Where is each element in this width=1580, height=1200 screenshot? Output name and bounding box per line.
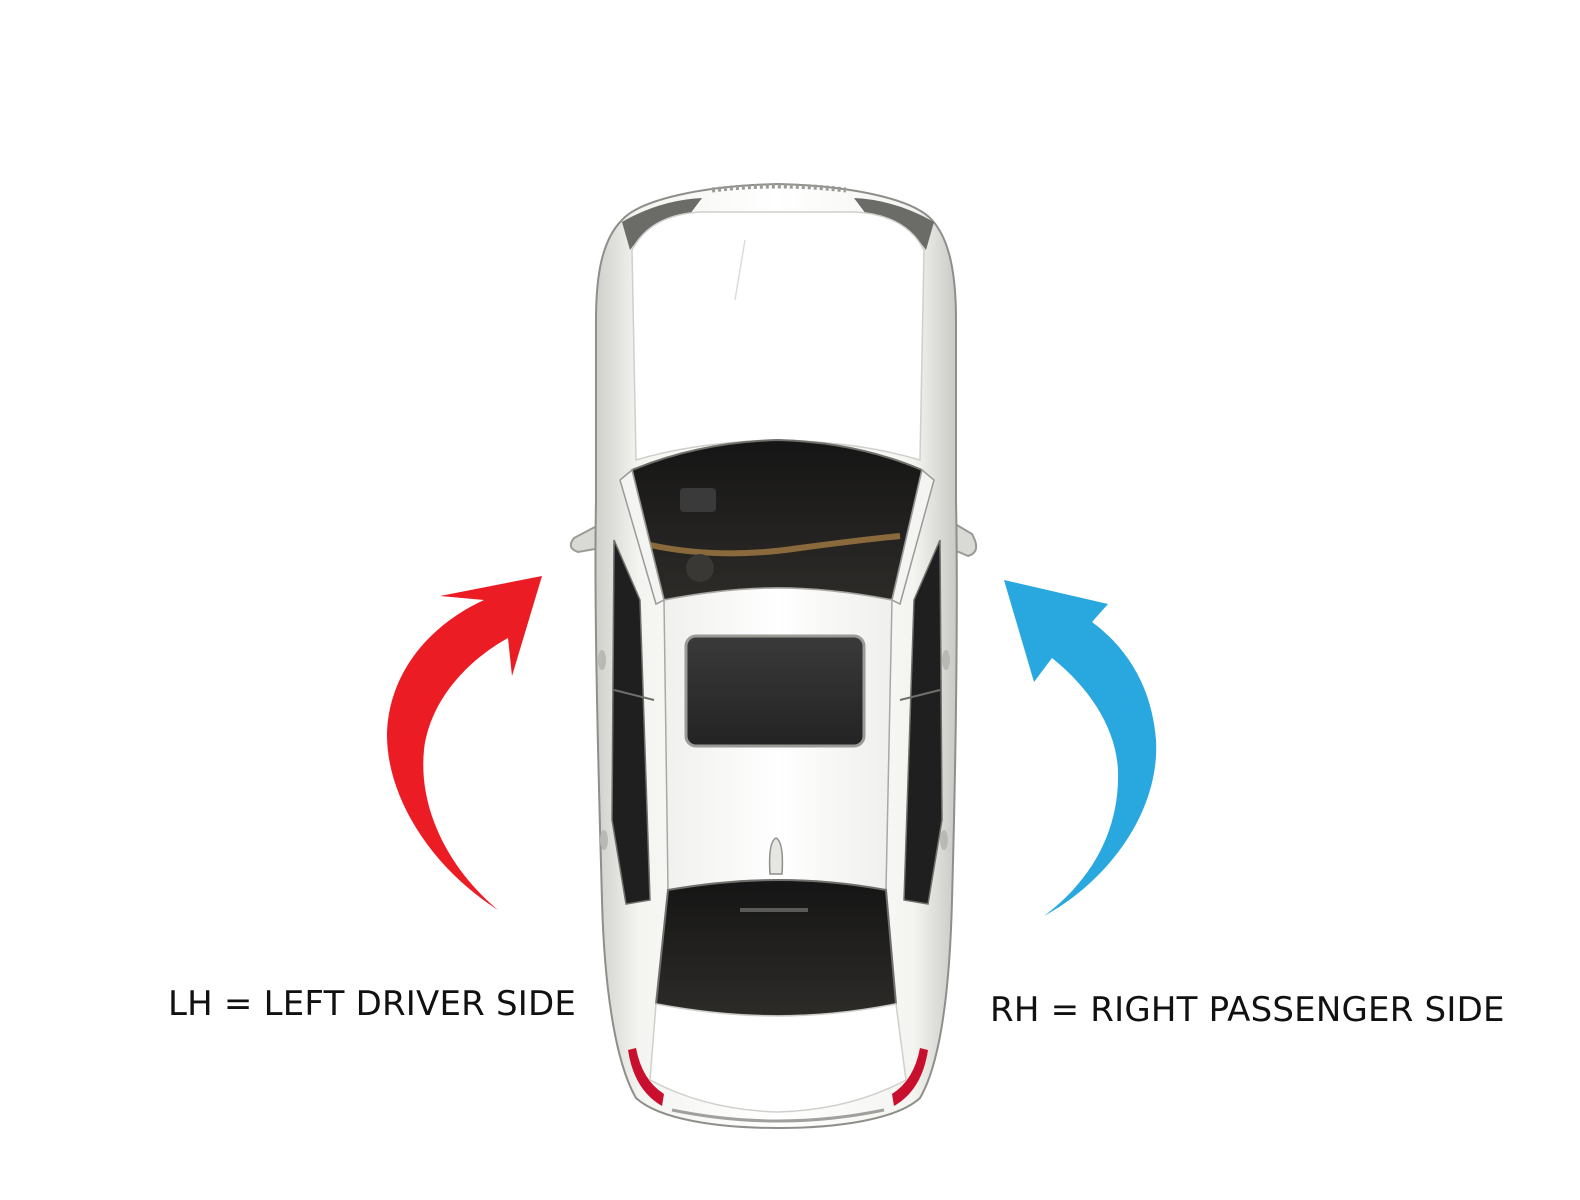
right-tail-light bbox=[892, 1048, 928, 1106]
left-side-windows bbox=[611, 539, 651, 905]
right-side-windows bbox=[903, 539, 943, 905]
dashboard bbox=[649, 533, 901, 557]
trunk bbox=[649, 1003, 907, 1113]
car-top-view bbox=[569, 182, 978, 1130]
left-tail-light bbox=[628, 1048, 664, 1106]
right-passenger-side-label: RH = RIGHT PASSENGER SIDE bbox=[990, 990, 1505, 1030]
rear-bumper bbox=[671, 1108, 885, 1123]
sunroof bbox=[684, 634, 866, 748]
windshield bbox=[630, 438, 924, 602]
left-headlight bbox=[622, 198, 702, 250]
curved-arrow-right-icon bbox=[1004, 580, 1157, 916]
curved-arrow-left-icon bbox=[386, 576, 542, 910]
right-headlight bbox=[854, 198, 934, 250]
hood bbox=[631, 211, 925, 462]
antenna bbox=[768, 837, 784, 875]
left-driver-side-label: LH = LEFT DRIVER SIDE bbox=[168, 984, 577, 1024]
front-grille bbox=[711, 183, 847, 193]
rear-window bbox=[654, 878, 898, 1018]
